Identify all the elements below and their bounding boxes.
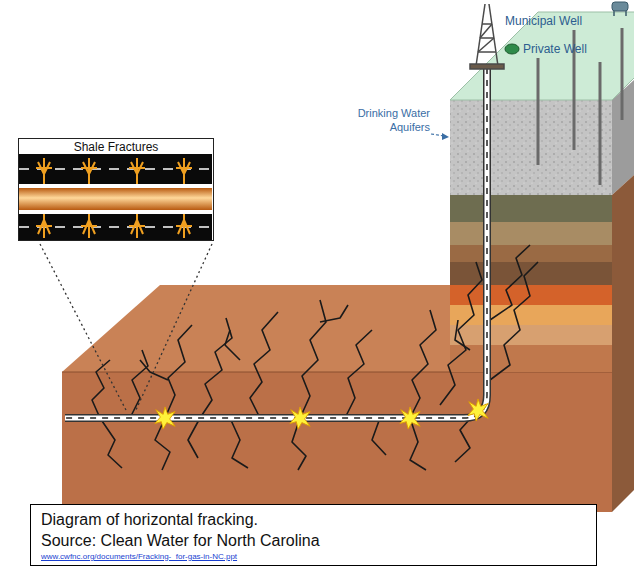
caption-text: Diagram of horizontal fracking. <box>41 510 586 531</box>
drilling-rig <box>478 38 494 52</box>
fracture-network <box>440 262 482 405</box>
inset-leaders <box>40 244 212 412</box>
drilling-rig <box>470 64 504 69</box>
fracture-network <box>92 245 538 470</box>
drilling-rig <box>476 4 485 66</box>
rock-layers <box>450 262 612 285</box>
frack-bursts <box>400 407 420 429</box>
fracture-network <box>490 262 538 380</box>
aquifer-label: Drinking Water Aquifers <box>344 107 430 135</box>
fracture-mark <box>36 214 52 238</box>
block-side <box>612 175 634 512</box>
rock-layers <box>450 345 612 372</box>
wellbore <box>65 68 487 418</box>
rock-layers <box>450 100 612 195</box>
drilling-rig <box>482 23 492 25</box>
fracture-network <box>490 245 530 320</box>
shale-slab <box>62 285 612 512</box>
drilling-rig <box>480 24 492 38</box>
caption-box: Diagram of horizontal fracking.Source: C… <box>30 504 597 566</box>
frack-bursts <box>155 399 488 429</box>
fracture-network <box>300 300 326 418</box>
municipal-tank <box>613 11 615 16</box>
fracture-mark <box>81 214 97 238</box>
fracture-network <box>100 418 122 468</box>
wellbore <box>65 68 487 418</box>
rock-layers <box>450 222 612 245</box>
caption-text: Source: Clean Water for North Carolina <box>41 531 586 552</box>
rock-layers <box>450 245 612 262</box>
pipe-inset-picture <box>19 154 212 240</box>
source-link: www.cwfnc.org/documents/Fracking-_for-ga… <box>41 552 586 562</box>
fracture-network <box>130 350 148 418</box>
shale-slab <box>62 285 450 372</box>
pipe <box>19 188 212 210</box>
fracture-network <box>345 330 372 418</box>
frack-bursts <box>290 407 310 429</box>
frack-bursts <box>468 399 488 421</box>
inset-title: Shale Fractures <box>19 140 213 154</box>
aquifer-arrow <box>431 133 449 140</box>
municipal-tank <box>612 2 628 16</box>
casing-line <box>19 210 212 214</box>
private-well-icon <box>505 44 519 54</box>
drilling-rig <box>470 4 504 69</box>
drilling-rig <box>480 37 494 39</box>
water-wells <box>621 28 624 120</box>
private-well-icon <box>505 44 519 54</box>
fracture-network <box>320 305 348 322</box>
rock-layers <box>450 325 612 345</box>
fracture-mark <box>81 158 97 184</box>
fracture-mark <box>129 158 145 184</box>
casing-line <box>19 184 212 188</box>
rock-band <box>19 214 212 240</box>
municipal-tank <box>612 2 628 11</box>
fracture-network <box>250 312 278 418</box>
rock-layers <box>450 100 612 372</box>
rock-band <box>19 154 212 184</box>
fracture-network <box>140 360 168 380</box>
wellbore <box>65 68 487 418</box>
shale-slab <box>62 372 612 512</box>
drilling-rig <box>489 4 498 66</box>
fracture-network <box>188 418 200 458</box>
fracture-network <box>230 418 248 468</box>
rock-layers <box>450 195 612 222</box>
well-label: Private Well <box>523 42 587 57</box>
fracture-network <box>165 325 192 418</box>
fracture-network <box>455 320 470 350</box>
ground-surface <box>0 0 634 1</box>
fracture-network <box>200 318 232 418</box>
water-wells <box>599 62 602 185</box>
inset-box: Shale Fractures <box>18 138 214 241</box>
inset-leaders <box>40 244 127 412</box>
municipal-tank <box>625 11 627 16</box>
fracture-network <box>225 330 240 360</box>
fracture-mark <box>36 158 52 184</box>
fracture-network <box>372 418 386 455</box>
fracture-network <box>92 360 110 418</box>
well-label: Municipal Well <box>505 14 582 29</box>
water-wells <box>537 58 540 165</box>
block-side <box>612 80 634 512</box>
drilling-rig <box>478 51 496 53</box>
fracture-mark <box>129 214 145 238</box>
wellbore <box>65 68 487 418</box>
inset-leaders <box>135 244 212 412</box>
fracture-mark <box>176 158 192 184</box>
fracture-network <box>410 310 436 418</box>
frack-bursts <box>155 407 175 429</box>
aquifer-arrow <box>442 133 449 140</box>
fracture-mark <box>176 214 192 238</box>
